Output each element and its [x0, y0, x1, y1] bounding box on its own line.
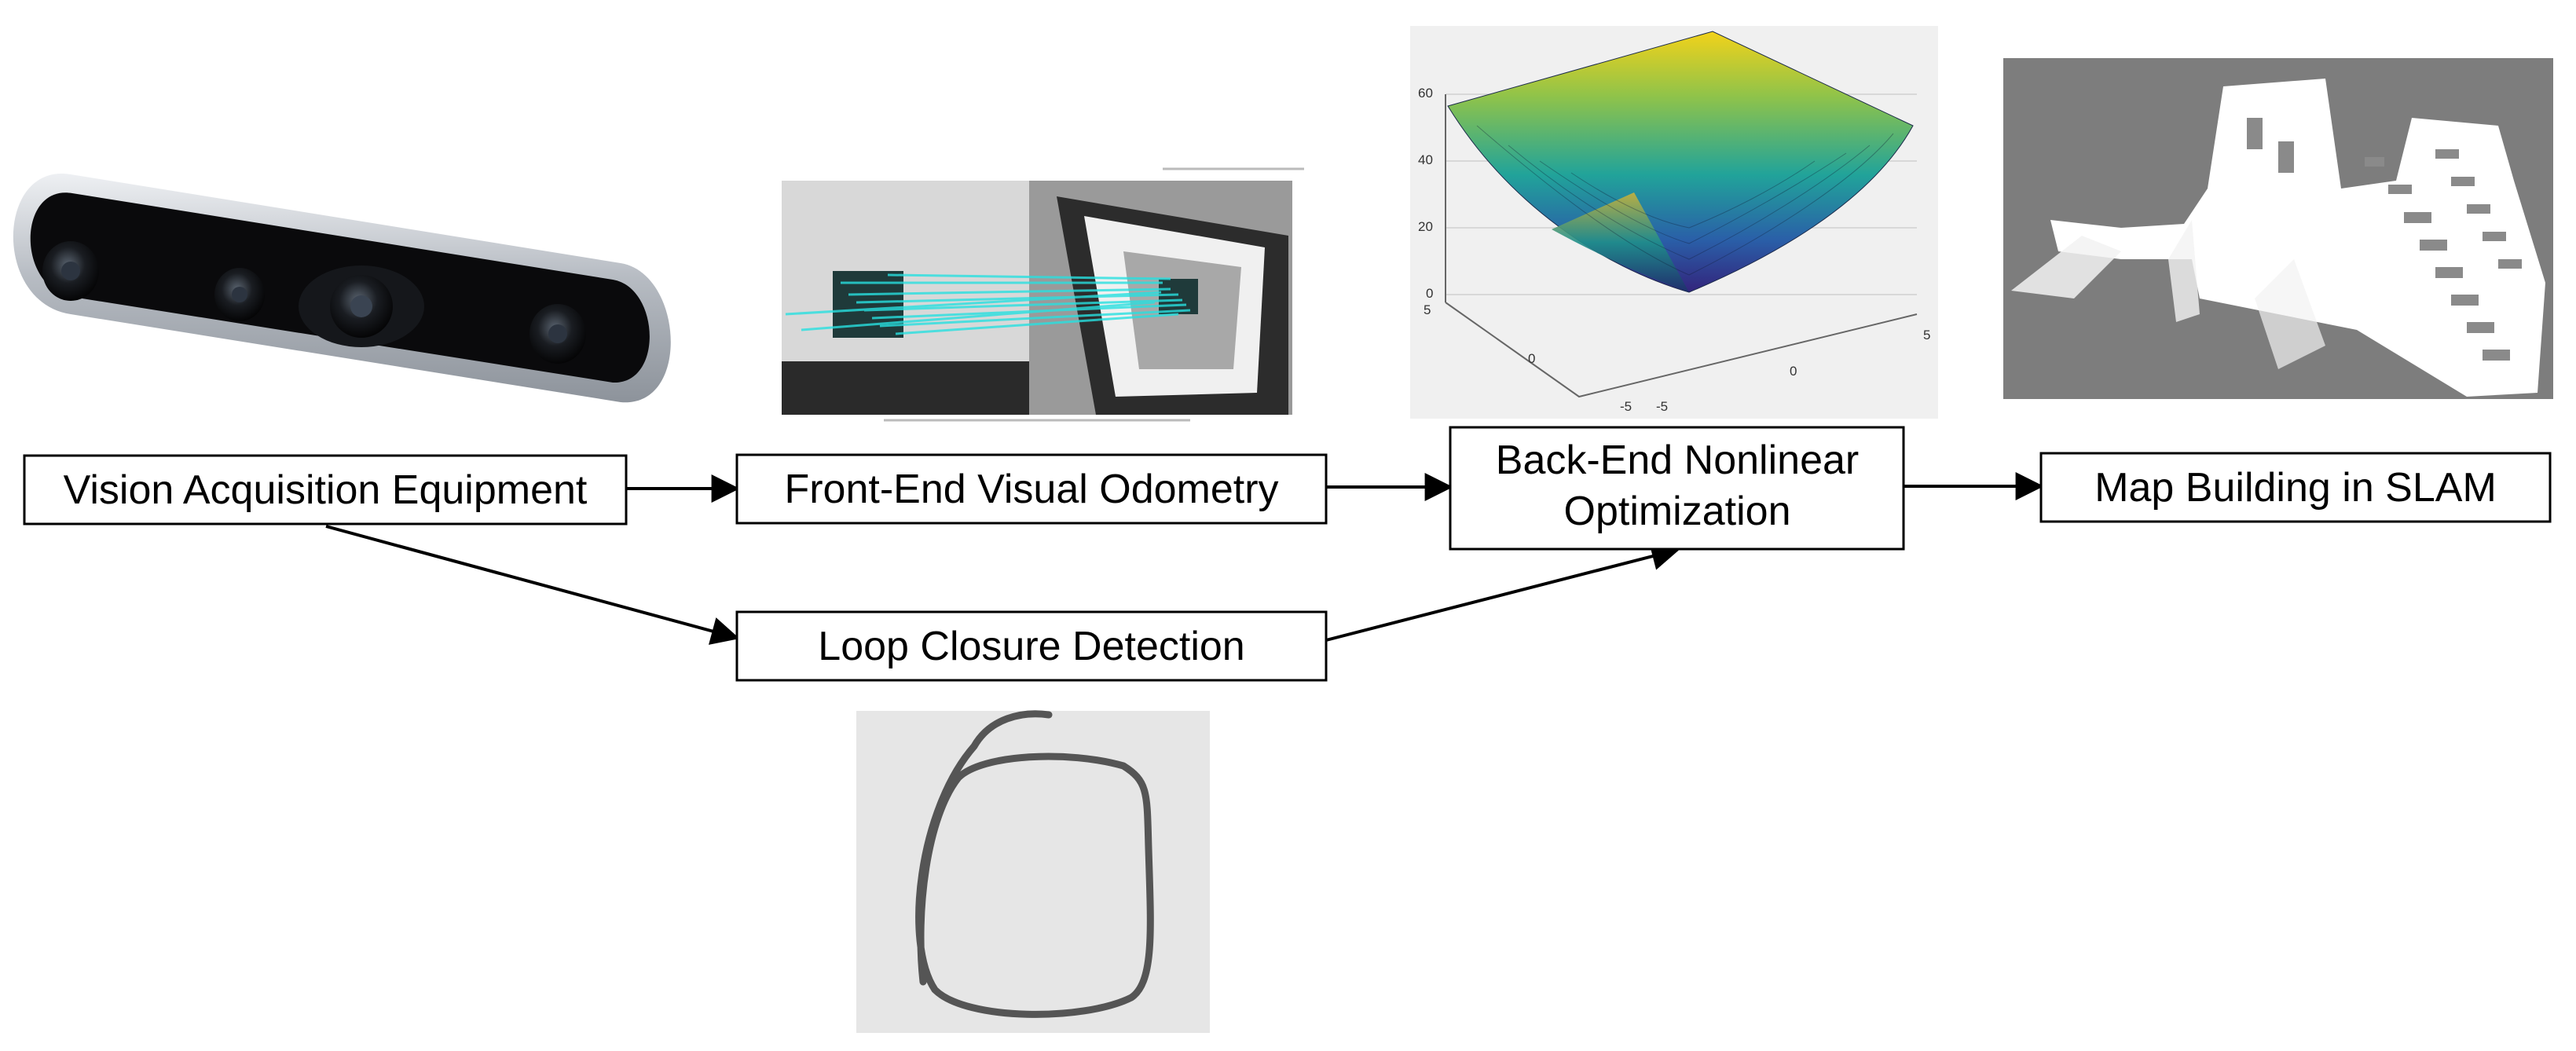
box-backend-optimization-label-line1: Back-End Nonlinear [1496, 438, 1859, 483]
surface-plot-image: 60 40 20 0 5 0 -5 -5 0 5 [1410, 26, 1938, 419]
box-vision-acquisition-label: Vision Acquisition Equipment [64, 467, 588, 513]
plot-tick-z: 60 [1418, 86, 1433, 101]
box-backend-optimization: Back-End Nonlinear Optimization [1449, 426, 1905, 551]
flow-arrows [325, 472, 2044, 645]
box-loop-closure: Loop Closure Detection [735, 610, 1328, 682]
loop-closure-trajectory-image [856, 710, 1210, 1033]
box-frontend-odometry-label: Front-End Visual Odometry [784, 467, 1278, 512]
plot-tick-x: 0 [1528, 351, 1535, 366]
box-backend-optimization-label-line2: Optimization [1564, 489, 1791, 534]
occupancy-map-image [2003, 58, 2553, 399]
arrow-loop-to-backend [1325, 542, 1680, 642]
box-map-building-label: Map Building in SLAM [2094, 465, 2497, 511]
box-frontend-odometry: Front-End Visual Odometry [735, 453, 1328, 525]
plot-tick-y: -5 [1656, 399, 1668, 414]
plot-tick-x: 5 [1424, 302, 1431, 317]
arrow-vision-to-loop [325, 525, 740, 645]
visual-odometry-image [782, 167, 1304, 422]
plot-tick-y: 5 [1923, 328, 1930, 342]
plot-tick-y: 0 [1790, 364, 1797, 379]
box-map-building: Map Building in SLAM [2039, 452, 2552, 523]
plot-tick-z: 0 [1426, 286, 1433, 301]
plot-tick-x: -5 [1620, 399, 1632, 414]
box-loop-closure-label: Loop Closure Detection [818, 624, 1244, 669]
box-vision-acquisition: Vision Acquisition Equipment [23, 454, 628, 526]
plot-tick-z: 40 [1418, 152, 1433, 167]
depth-camera-image [13, 173, 671, 403]
plot-tick-z: 20 [1418, 219, 1433, 234]
